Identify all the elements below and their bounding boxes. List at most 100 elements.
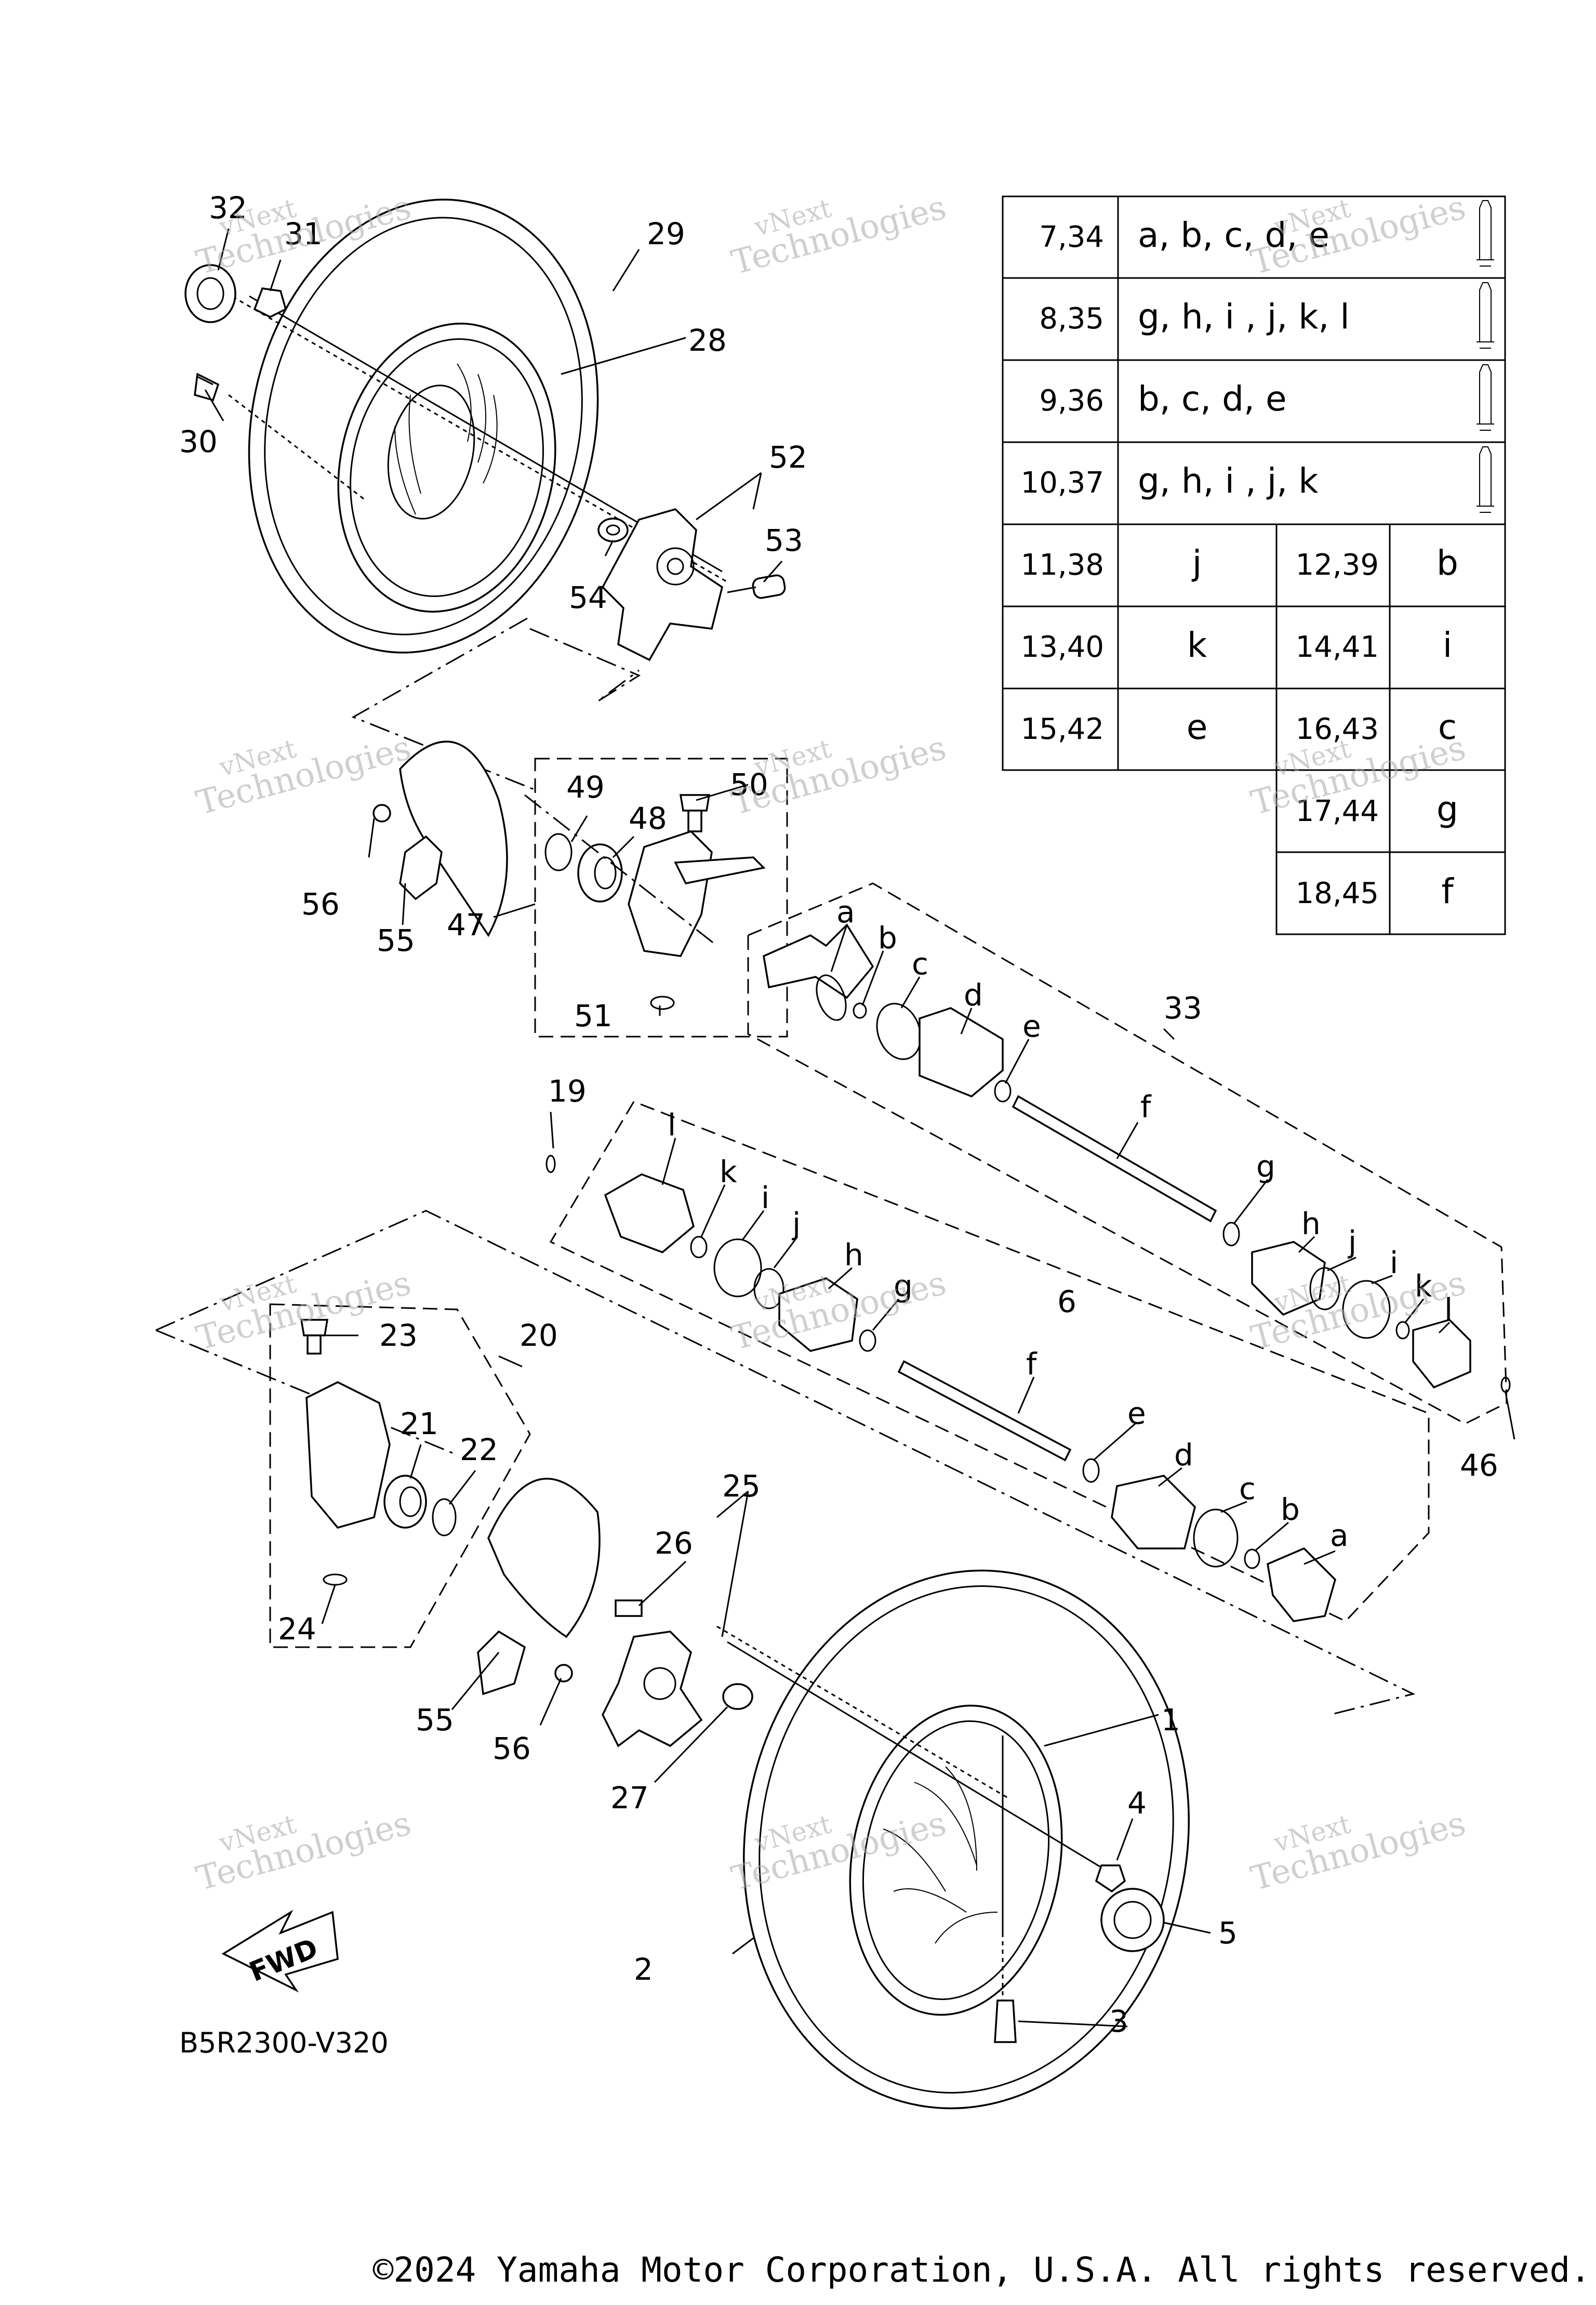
callout-33: 33 [1164,990,1202,1026]
cv-joint-inner [604,1173,695,1253]
callout-a: a [836,894,855,930]
callout-e2: e [1127,1396,1146,1431]
kit-letter: k [1187,625,1207,665]
callout-31: 31 [284,216,323,251]
grease-tube-icon [1477,282,1494,349]
callout-22: 22 [460,1432,498,1467]
kit-numbers: 12,39 [1296,548,1379,582]
copyright-footer: ©2024 Yamaha Motor Corporation, U.S.A. A… [0,2250,1596,2290]
front-wheel-hub [602,1631,703,1747]
valve-stem [194,373,220,402]
callout-c2: c [1239,1471,1256,1506]
callout-j: j [1347,1224,1356,1260]
cv-boot [919,1007,1004,1098]
callout-l: l [1444,1292,1453,1327]
kit-letter: i [1443,625,1452,665]
callout-56b: 56 [493,1731,531,1766]
wheel-nut [1095,1864,1126,1893]
callout-26: 26 [655,1526,693,1561]
disc-bolt [373,804,391,823]
front-driveshaft-assembly [546,1101,1430,1622]
kit-numbers: 11,38 [1021,548,1104,582]
callout-29: 29 [647,216,685,251]
kit-letter: j [1191,543,1202,583]
kit-numbers: 9,36 [1039,384,1104,418]
callout-28: 28 [688,323,727,358]
callout-5: 5 [1218,1915,1238,1951]
rear-driveshaft-assembly [747,882,1511,1425]
kit-letter: b [1437,543,1458,583]
hub-bolt [727,574,786,599]
rear-rim [337,323,556,613]
callout-f2: f [1026,1346,1038,1382]
bearing [577,843,623,903]
callout-d2: d [1174,1437,1193,1473]
steering-knuckle [628,830,713,957]
kit-numbers: 7,34 [1039,220,1104,254]
front-rim [849,1704,1063,2016]
copyright-text: ©2024 Yamaha Motor Corporation, U.S.A. A… [373,2250,1591,2290]
brake-disc [399,740,508,937]
cv-joint-inner [1412,1319,1471,1389]
callout-25: 25 [722,1468,761,1504]
callout-21: 21 [400,1406,438,1441]
callout-d: d [964,977,983,1013]
kit-contents: b, c, d, e [1138,379,1287,419]
kit-letter: c [1438,707,1457,747]
callout-32: 32 [209,190,247,226]
callout-47: 47 [447,907,485,943]
callout-f: f [1140,1089,1152,1124]
grease-tube-icon [1477,364,1494,431]
kit-letter: f [1441,871,1454,911]
kit-numbers: 17,44 [1296,794,1379,828]
cv-joint-outer [1267,1547,1336,1622]
kit-contents: g, h, i , j, k [1138,461,1319,501]
rear-wheel-hub [601,508,723,661]
kit-numbers: 16,43 [1296,712,1379,746]
grease-tube-icon [1477,446,1494,513]
wheel-cap [184,264,236,323]
callout-2: 2 [634,1952,653,1987]
diagram-code: B5R2300-V320 [179,2026,389,2059]
steering-knuckle [305,1381,391,1529]
callout-50: 50 [730,767,768,802]
kit-table: 7,34 a, b, c, d, e 8,35 g, h, i , j, k, … [1002,195,1506,935]
disc-bolt [554,1664,573,1683]
kit-numbers: 15,42 [1021,712,1104,746]
kit-letter: g [1437,789,1458,829]
callout-55: 55 [377,923,415,958]
callout-b2: b [1281,1492,1300,1527]
callout-49: 49 [566,770,605,805]
kit-numbers: 18,45 [1296,877,1379,910]
kit-contents: a, b, c, d, e [1138,215,1329,255]
kit-numbers: 13,40 [1021,630,1104,664]
wheel-nut [253,287,287,318]
callout-1: 1 [1161,1702,1180,1738]
front-wheel-assembly [716,1569,1190,2110]
ball-joint [679,794,711,832]
grease-tube-icon [1477,200,1494,267]
callout-i: i [1390,1245,1398,1280]
callout-l2: l [668,1107,676,1143]
cv-boot [778,1277,858,1352]
forward-arrow-icon: FWD [221,1910,339,1993]
clip [650,996,675,1010]
drive-shaft [897,1360,1072,1462]
cv-joint-outer [763,923,874,999]
bearing [383,1475,427,1529]
callout-j2: j [791,1206,801,1241]
callout-19: 19 [548,1074,587,1109]
callout-6: 6 [1057,1284,1076,1319]
brake-disc [477,1477,601,1695]
callout-b: b [878,920,897,956]
callout-23: 23 [379,1318,418,1353]
kit-letter: e [1187,707,1208,747]
callout-i2: i [761,1180,769,1215]
callout-56: 56 [301,886,340,922]
wheel-cap [1100,1888,1165,1952]
callout-55b: 55 [416,1702,454,1738]
callout-54: 54 [569,580,607,615]
callout-k: k [1415,1268,1432,1304]
circlip [432,1498,457,1536]
